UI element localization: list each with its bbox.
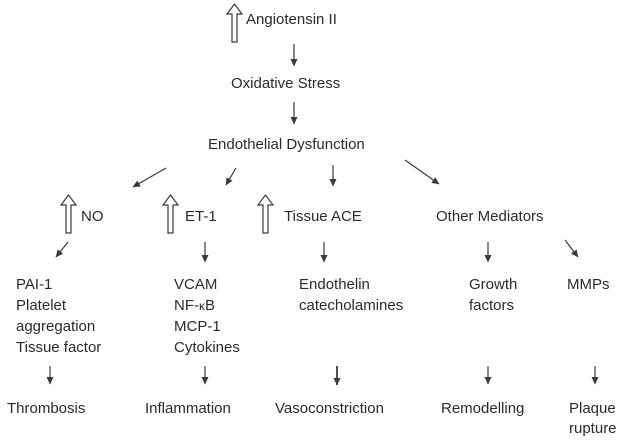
nf-kb-prefix: NF-	[174, 297, 199, 314]
node-et-1: ET-1	[185, 208, 217, 225]
arrow-endothelial-to-et1	[225, 167, 237, 186]
arrow-endothelial-to-no	[132, 167, 167, 188]
outcome-vasoconstriction: Vasoconstriction	[275, 400, 384, 417]
arrow-endothelial-to-other	[404, 159, 440, 185]
increase-arrow-tissue-ace	[256, 194, 275, 234]
node-endothelial-dysfunction: Endothelial Dysfunction	[208, 136, 365, 153]
mediator-cytokines: Cytokines	[174, 339, 240, 356]
mediator-platelet: Platelet	[16, 297, 67, 314]
outcome-remodelling: Remodelling	[441, 400, 525, 417]
outcome-rupture: rupture	[569, 420, 617, 437]
mediator-vcam: VCAM	[174, 276, 218, 293]
outcome-thrombosis: Thrombosis	[7, 400, 86, 417]
increase-arrow-no	[59, 194, 78, 234]
mediator-mmps: MMPs	[567, 276, 610, 293]
outcome-inflammation: Inflammation	[145, 400, 231, 417]
mediator-growth: Growth	[469, 276, 518, 293]
mediator-aggregation: aggregation	[16, 318, 96, 335]
mediator-factors: factors	[469, 297, 515, 314]
arrow-other-to-col5	[564, 239, 579, 258]
arrow-no-to-col1	[55, 241, 69, 258]
node-angiotensin-ii: Angiotensin II	[246, 11, 337, 28]
node-other-mediators: Other Mediators	[436, 208, 544, 225]
mediator-pai-1: PAI-1	[16, 276, 53, 293]
node-oxidative-stress: Oxidative Stress	[231, 75, 341, 92]
nf-kb-suffix: B	[205, 297, 216, 314]
mediator-catecholamines: catecholamines	[299, 297, 404, 314]
increase-arrow-et1	[161, 194, 180, 234]
node-no: NO	[81, 208, 104, 225]
mediator-nf-kb: NF-κB	[174, 295, 215, 317]
nf-kb-kappa: κ	[199, 299, 205, 313]
node-tissue-ace: Tissue ACE	[284, 208, 362, 225]
mediator-mcp-1: MCP-1	[174, 318, 221, 335]
increase-arrow-angiotensin	[225, 3, 244, 43]
mediator-tissue-factor: Tissue factor	[16, 339, 102, 356]
mediator-endothelin: Endothelin	[299, 276, 370, 293]
outcome-plaque: Plaque	[569, 400, 616, 417]
